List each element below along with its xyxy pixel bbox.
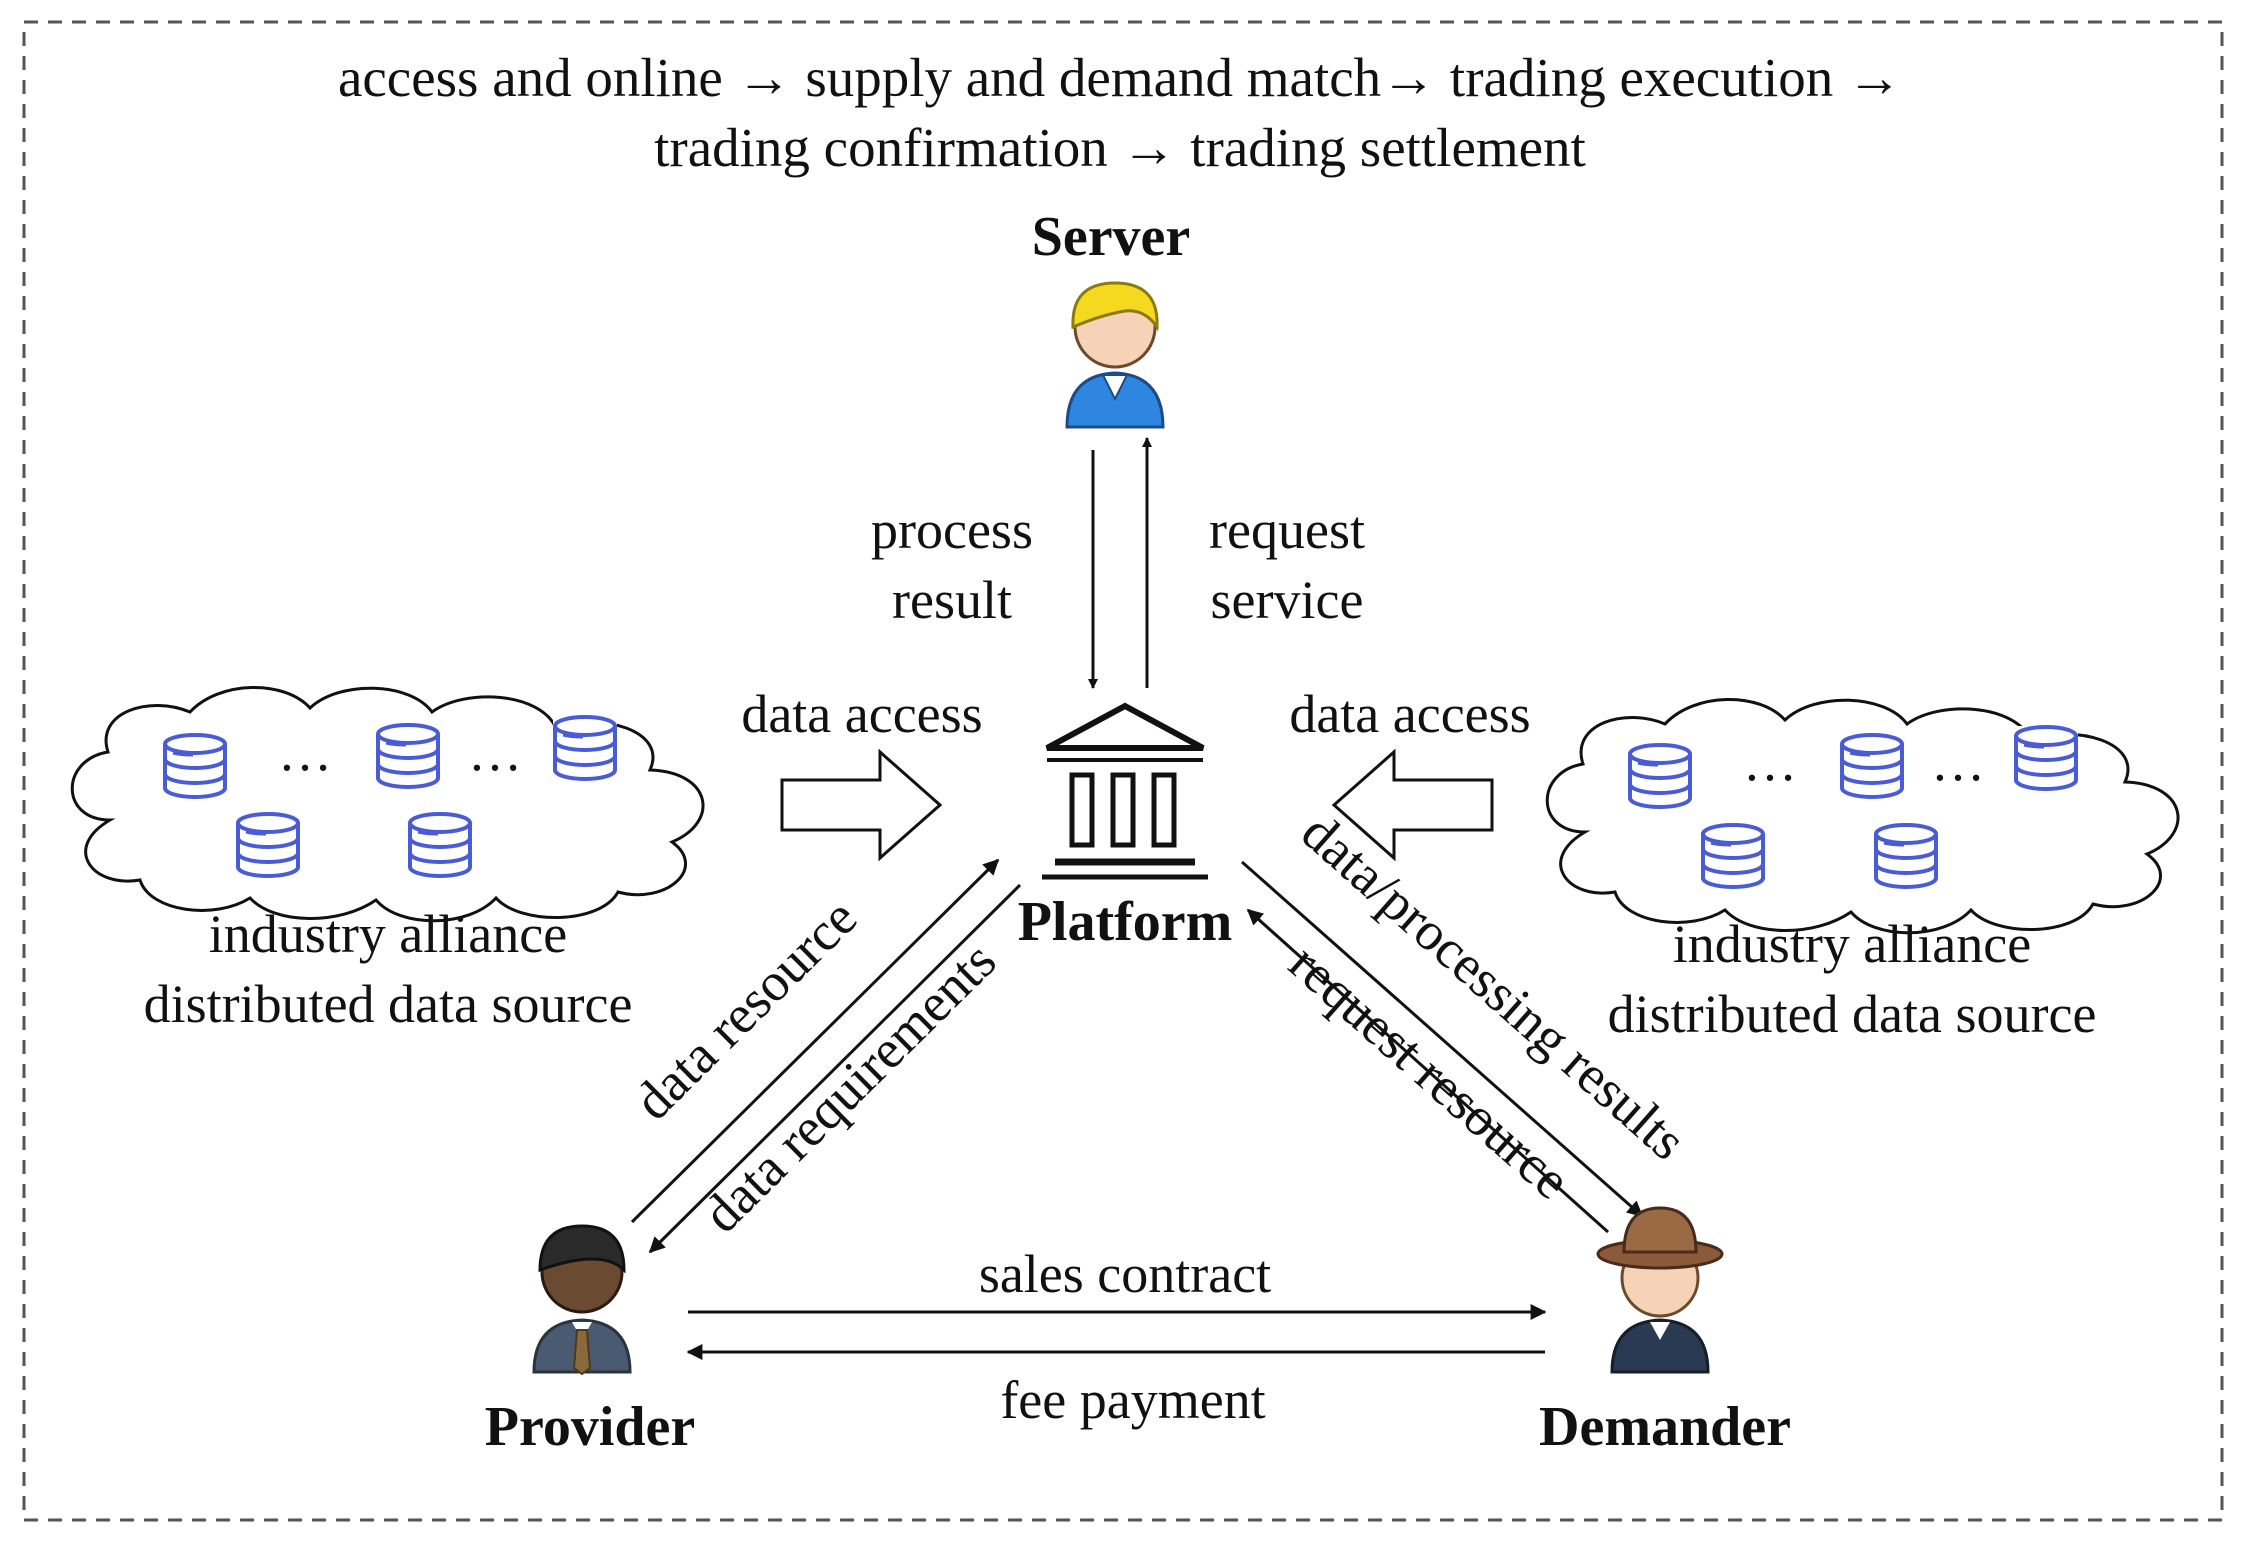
left-data-source-cloud: … … <box>70 686 705 923</box>
right-data-access-arrow <box>1331 748 1494 862</box>
request-service-label-1: request <box>1209 500 1365 560</box>
right-data-source-cloud: … … <box>1545 698 2180 935</box>
process-result-label-1: process <box>871 500 1033 560</box>
right-data-access-label: data access <box>1289 684 1530 744</box>
platform-bank-icon <box>1042 702 1208 880</box>
demander-label: Demander <box>1539 1396 1791 1458</box>
platform-label: Platform <box>1018 891 1233 953</box>
left-data-access-arrow <box>780 748 943 862</box>
right-ellipsis-2: … <box>1931 732 1985 792</box>
server-label: Server <box>1032 206 1191 268</box>
request-resource-arrow <box>1246 908 1610 1234</box>
request-service-label-2: service <box>1211 570 1364 630</box>
sales-contract-label: sales contract <box>979 1244 1271 1304</box>
left-ellipsis-2: … <box>468 722 522 782</box>
data-resource-arrow <box>630 858 1000 1224</box>
left-data-access-label: data access <box>741 684 982 744</box>
data-processing-results-arrow <box>1241 860 1644 1218</box>
data-requirements-arrow <box>648 883 1022 1254</box>
right-ellipsis-1: … <box>1743 732 1797 792</box>
right-source-label-1: industry alliance <box>1673 914 2031 974</box>
left-source-label-1: industry alliance <box>209 904 567 964</box>
right-source-label-2: distributed data source <box>1608 984 2097 1044</box>
process-flow-line-1: access and online → supply and demand ma… <box>338 47 1902 108</box>
provider-label: Provider <box>485 1396 695 1458</box>
provider-person-icon <box>532 1224 632 1376</box>
process-flow-line-2: trading confirmation → trading settlemen… <box>654 117 1586 178</box>
request-resource-label: request resource <box>1278 932 1582 1210</box>
demander-person-icon <box>1596 1206 1724 1374</box>
server-person-icon <box>1065 281 1165 429</box>
left-ellipsis-1: … <box>278 722 332 782</box>
left-source-label-2: distributed data source <box>144 974 633 1034</box>
process-result-label-2: result <box>892 570 1012 630</box>
fee-payment-label: fee payment <box>1000 1370 1265 1430</box>
